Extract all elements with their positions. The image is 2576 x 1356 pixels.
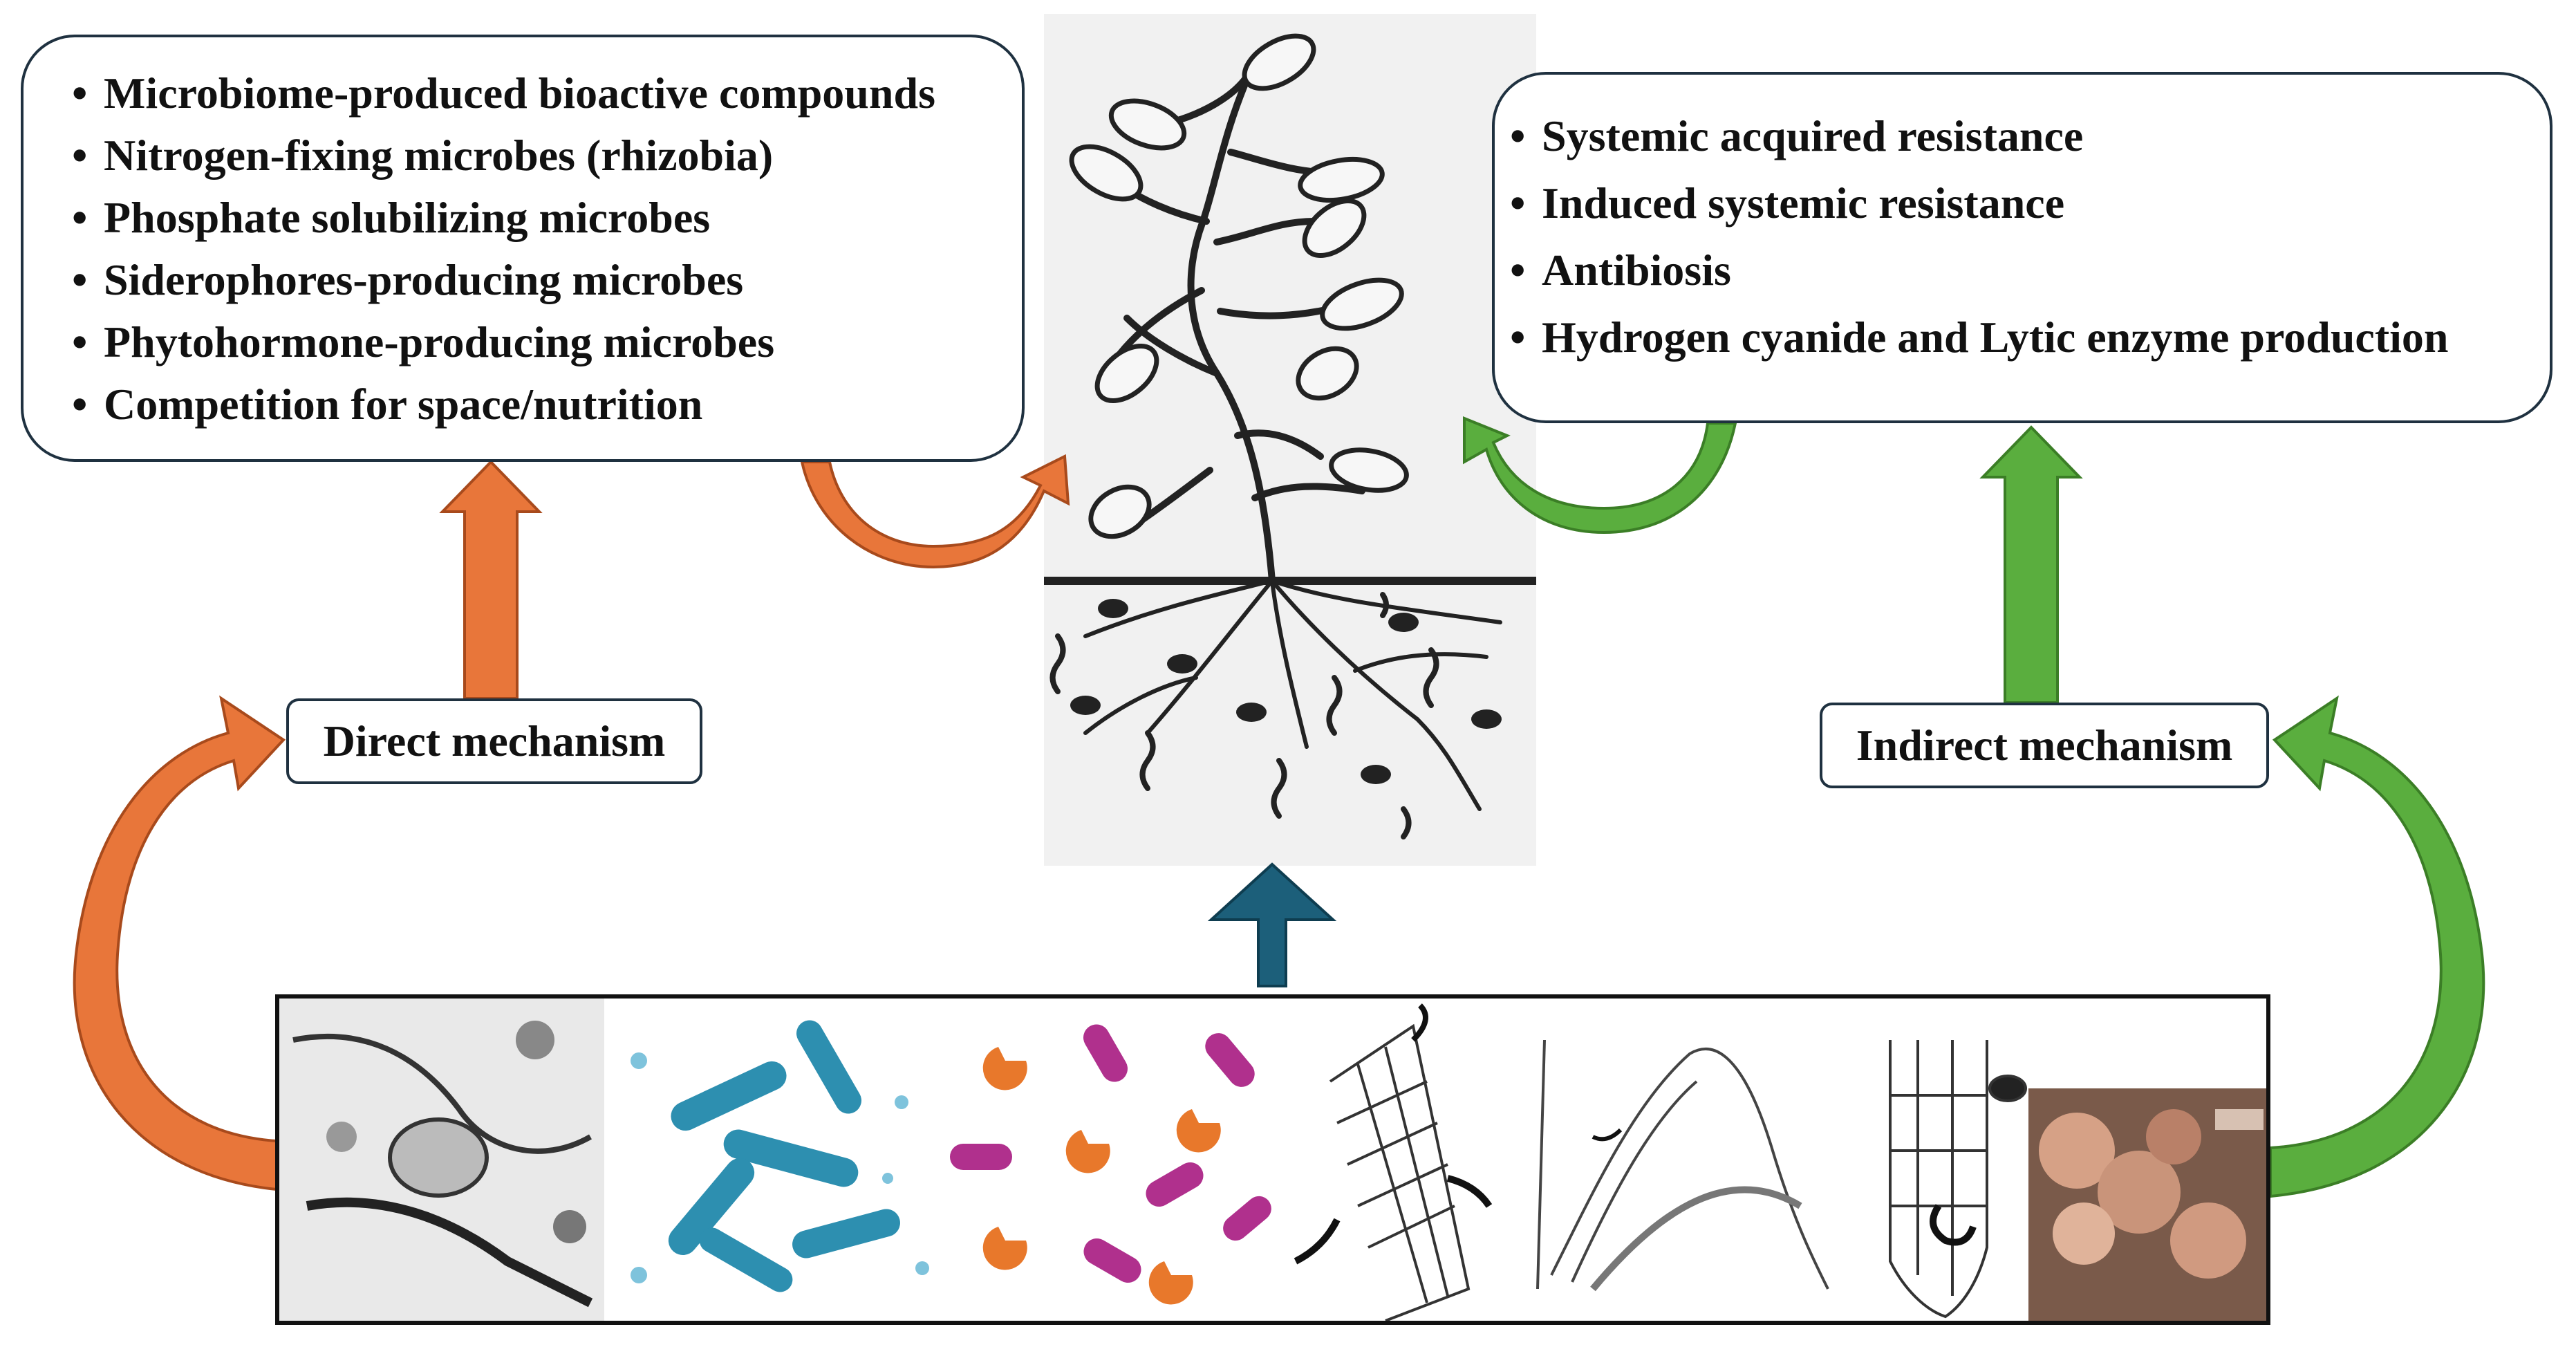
list-item: Siderophores-producing microbes <box>72 249 935 311</box>
list-item: Systemic acquired resistance <box>1510 102 2449 169</box>
center-up-arrow <box>1207 862 1337 987</box>
indirect-to-plant-arrow <box>1463 416 1737 535</box>
root-cells-with-microbes <box>1275 999 1503 1321</box>
direct-up-arrow <box>439 460 543 700</box>
direct-to-plant-arrow <box>800 454 1070 569</box>
plant-sketch <box>1040 33 1540 839</box>
list-item: Competition for space/nutrition <box>72 373 935 436</box>
list-item: Hydrogen cyanide and Lytic enzyme produc… <box>1510 304 2448 371</box>
indirect-mechanisms-box: Systemic acquired resistance Induced sys… <box>1492 72 2552 423</box>
indirect-curved-arrow <box>2269 695 2485 1198</box>
indirect-up-arrow <box>1979 425 2083 704</box>
blue-bacteria-cluster <box>604 999 950 1321</box>
list-item: Phytohormone-producing microbes <box>72 311 935 373</box>
endophyte-micrograph <box>279 999 604 1321</box>
microbe-images <box>279 999 2266 1321</box>
plant-illustration <box>1040 14 1540 866</box>
indirect-mechanisms-list: Systemic acquired resistance Induced sys… <box>1510 102 2449 371</box>
rod-and-coccus-bacteria <box>950 999 1275 1321</box>
microbe-image-strip <box>275 994 2270 1325</box>
list-item: Nitrogen-fixing microbes (rhizobia) <box>72 124 935 187</box>
list-item: Microbiome-produced bioactive compounds <box>72 62 935 124</box>
root-nodules-photo <box>2028 1088 2266 1321</box>
direct-mechanisms-box: Microbiome-produced bioactive compounds … <box>21 35 1025 462</box>
list-item: Induced systemic resistance <box>1510 169 2449 236</box>
list-item: Phosphate solubilizing microbes <box>72 187 935 249</box>
root-tip-with-nematode <box>1849 999 2056 1321</box>
nematodes-in-root <box>1503 999 1849 1321</box>
direct-mechanisms-list: Microbiome-produced bioactive compounds … <box>72 62 935 436</box>
direct-curved-arrow <box>73 695 286 1191</box>
indirect-mechanism-label: Indirect mechanism <box>1820 703 2269 788</box>
direct-mechanism-label: Direct mechanism <box>286 698 702 784</box>
list-item: Antibiosis <box>1510 236 2449 304</box>
